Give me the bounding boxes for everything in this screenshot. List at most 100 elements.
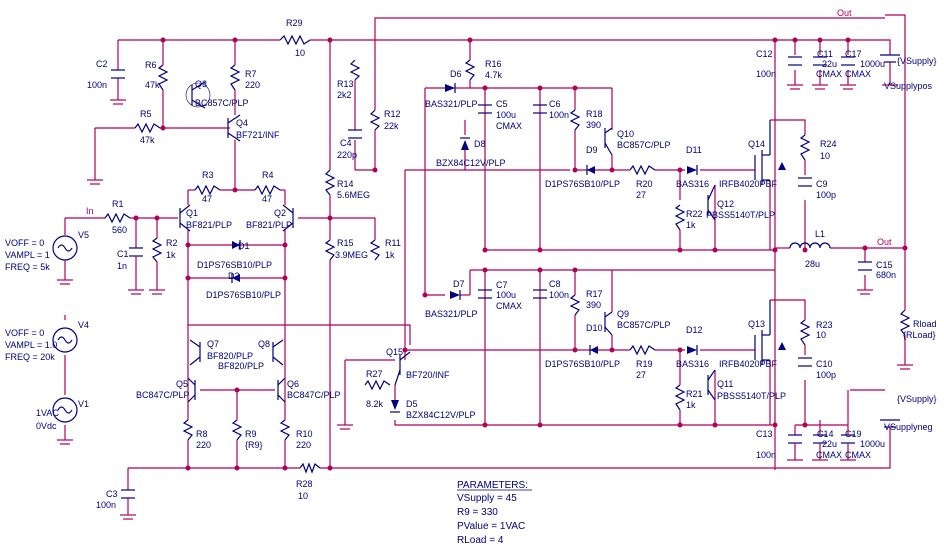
label-q5: Q5 <box>176 379 188 389</box>
capacitor-c12 <box>788 56 802 66</box>
value-r29: 10 <box>295 48 305 58</box>
label-rload: Rload <box>913 319 937 329</box>
inductor-l1 <box>789 242 831 249</box>
model-c17: CMAX <box>845 69 871 79</box>
value-rload: {RLoad} <box>903 330 936 340</box>
resistor-r16 <box>464 59 476 81</box>
diode-d6 <box>445 83 456 93</box>
source-v5 <box>52 235 78 261</box>
value-r19: 27 <box>636 370 646 380</box>
label-d1: D1 <box>238 241 250 251</box>
value-r13: 2k2 <box>337 90 352 100</box>
resistor-r8 <box>182 419 194 441</box>
label-vsupplypos: VSupplypos <box>884 81 933 91</box>
resistor-r14 <box>324 169 336 196</box>
label-r8: R8 <box>196 429 208 439</box>
label-c17: C17 <box>845 49 862 59</box>
transistor-q11 <box>707 369 716 401</box>
value-r6: 47k <box>145 80 160 90</box>
label-r20: R20 <box>636 179 653 189</box>
label-c8: C8 <box>549 279 561 289</box>
type-d6: BAS321/PLP <box>425 99 478 109</box>
label-v1: V1 <box>78 399 89 409</box>
label-d8: D8 <box>474 139 486 149</box>
type-q4: BF721/INF <box>236 130 280 140</box>
mosfet-q13 <box>754 300 786 425</box>
value-c13: 100n <box>756 450 776 460</box>
resistor-r5 <box>134 122 161 134</box>
model-c5: CMAX <box>496 121 522 131</box>
capacitor-c6 <box>533 104 547 114</box>
value-c9: 100p <box>816 190 836 200</box>
value-c19: 1000u <box>860 439 885 449</box>
value-r12: 22k <box>384 121 399 131</box>
param-v5-voff: VOFF = 0 <box>5 238 44 248</box>
label-q7: Q7 <box>207 339 219 349</box>
type-q9: BC857C/PLP <box>617 320 671 330</box>
param-v4-vampl: VAMPL = 1.0 <box>5 340 57 350</box>
type-q11: PBSS5140T/PLP <box>717 391 786 401</box>
transistor-q7 <box>189 339 201 366</box>
type-q15: BF720/INF <box>406 370 450 380</box>
type-q1: BF821/PLP <box>186 220 232 230</box>
label-r7: R7 <box>245 69 257 79</box>
resistor-r4 <box>254 184 281 196</box>
label-c9: C9 <box>816 179 828 189</box>
diode-d7 <box>450 290 461 300</box>
type-q10: BC857C/PLP <box>617 140 671 150</box>
param-v5-freq: FREQ = 5k <box>5 262 50 272</box>
diode-d5 <box>390 400 400 413</box>
mosfet-q14 <box>754 120 786 185</box>
label-r10: R10 <box>296 429 313 439</box>
value-r21: 1k <box>686 400 696 410</box>
label-vsupply-top: {VSupply} <box>897 56 937 66</box>
label-r19: R19 <box>636 359 653 369</box>
label-q8: Q8 <box>258 339 270 349</box>
type-d1: D1PS76SB10/PLP <box>197 260 272 270</box>
value-l1: 28u <box>805 259 820 269</box>
value-r22: 1k <box>686 220 696 230</box>
diode-d1 <box>232 240 241 250</box>
label-r17: R17 <box>586 289 603 299</box>
param-v1-ac: 1VAC <box>36 408 59 418</box>
param-vsupply: VSupply = 45 <box>457 493 517 504</box>
transistor-q12 <box>707 184 716 221</box>
resistor-r20 <box>629 164 656 176</box>
resistor-rload <box>899 309 911 336</box>
value-r4: 47 <box>262 194 272 204</box>
label-d2: D2 <box>228 271 240 281</box>
label-r1: R1 <box>112 199 124 209</box>
transistor-q8 <box>272 339 284 366</box>
resistor-r3 <box>194 184 221 196</box>
label-d7: D7 <box>453 279 465 289</box>
supply-source-bottom <box>880 419 900 455</box>
label-vsupply-bottom: {VSupply} <box>897 394 937 404</box>
capacitor-c2 <box>111 69 125 79</box>
type-q7: BF820/PLP <box>207 351 253 361</box>
label-q3: Q3 <box>195 79 207 89</box>
resistor-r10 <box>279 419 291 441</box>
type-q12: PBSS5140T/PLP <box>706 210 775 220</box>
resistor-r23 <box>799 319 811 346</box>
type-q6: BC847C/PLP <box>287 390 341 400</box>
value-r16: 4.7k <box>485 70 503 80</box>
resistor-r22 <box>674 204 686 231</box>
label-c5: C5 <box>496 99 508 109</box>
param-v4-voff: VOFF = 0 <box>5 328 44 338</box>
source-v1 <box>52 397 78 423</box>
label-c1: C1 <box>117 249 129 259</box>
value-c14: 22u <box>822 439 837 449</box>
label-r27: R27 <box>366 369 383 379</box>
value-r5: 47k <box>140 135 155 145</box>
label-c19: C19 <box>845 429 862 439</box>
value-r3: 47 <box>202 194 212 204</box>
diode-d11 <box>687 165 698 175</box>
label-c11: C11 <box>817 49 833 59</box>
capacitor-c10 <box>798 357 812 367</box>
label-c2: C2 <box>96 59 108 69</box>
type-d11: BAS316 <box>676 179 709 189</box>
label-r5: R5 <box>140 109 152 119</box>
label-d11: D11 <box>686 145 702 155</box>
resistor-r12 <box>369 109 381 131</box>
value-r2: 1k <box>166 250 176 260</box>
